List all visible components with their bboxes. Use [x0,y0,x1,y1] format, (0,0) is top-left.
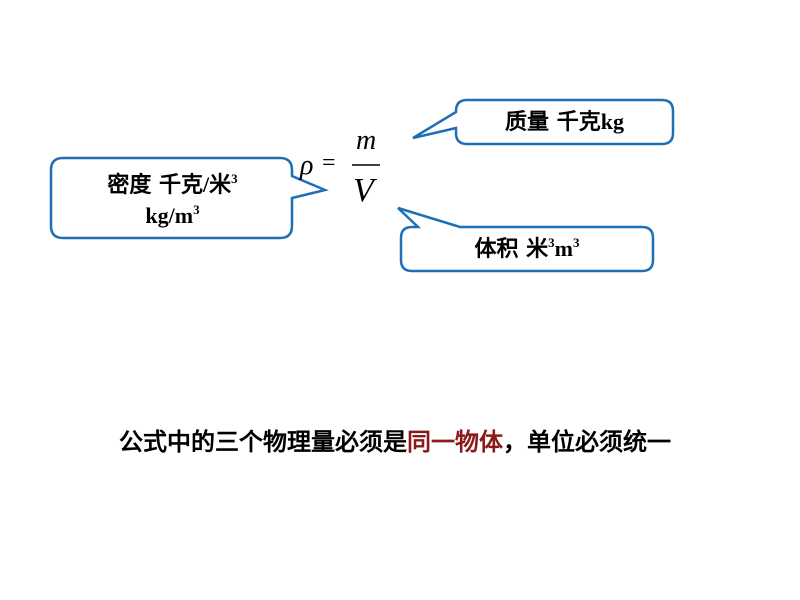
mass-callout-box [412,98,675,146]
highlight-same-object: 同一物体 [407,428,503,456]
volume-label: 体积 米3m3 [474,235,580,262]
formula-numerator: m [356,125,377,156]
density-label: 密度 千克/米3 kg/m3 [60,170,285,232]
formula-note: 公式中的三个物理量必须是同一物体，单位必须统一 [119,428,671,456]
mass-label: 质量 千克kg [505,109,624,135]
density-line-2: kg/m3 [145,202,200,228]
density-callout-box [49,156,329,240]
formula-rho: ρ [300,150,314,181]
formula-denominator: V [353,172,374,209]
volume-callout-box [397,206,655,273]
formula-equals: = [322,150,336,176]
density-line-1: 密度 千克/米3 [107,171,238,198]
